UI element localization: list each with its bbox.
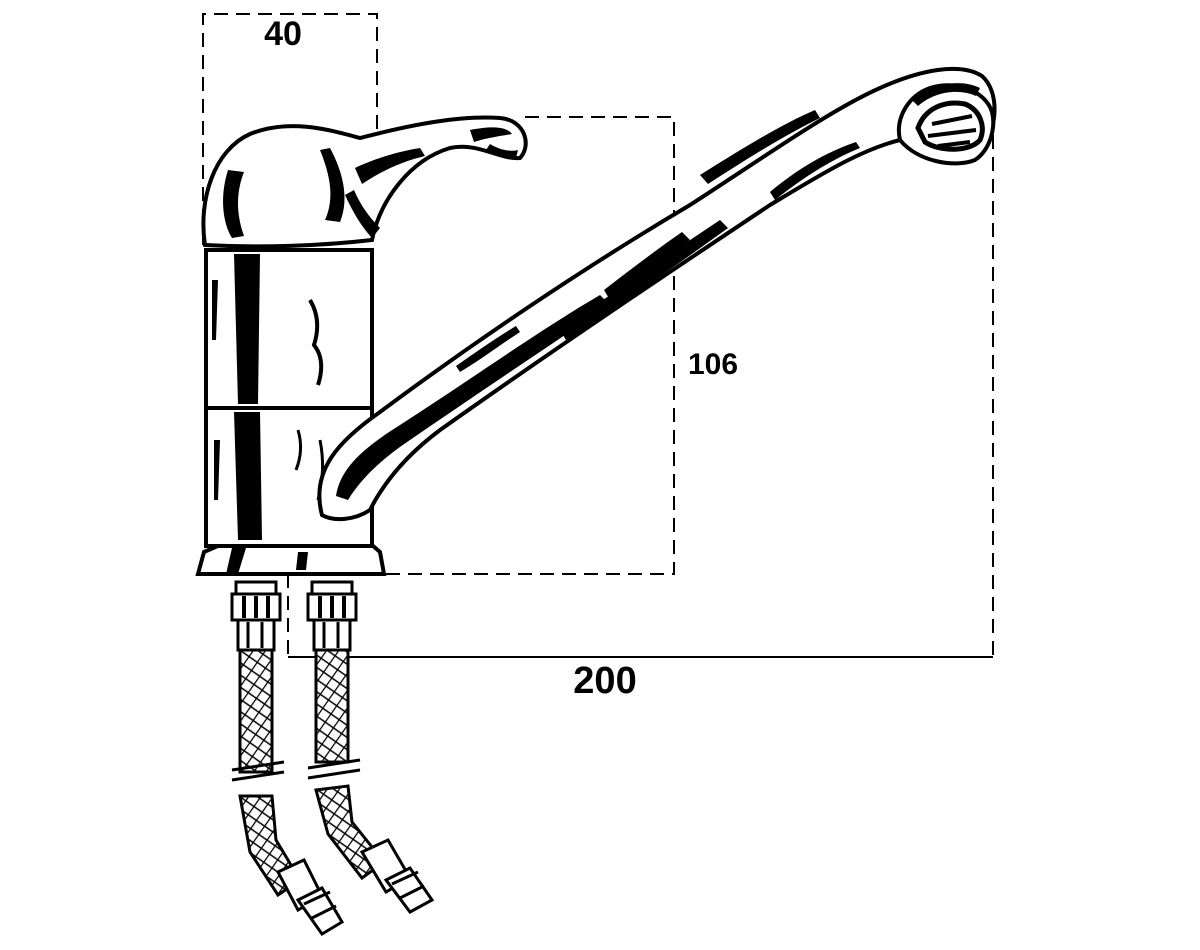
faucet-base-flange <box>195 543 387 576</box>
faucet-handle-lever <box>201 115 528 249</box>
spout-height-dimension-box <box>380 116 675 575</box>
right-supply-hose <box>306 580 435 914</box>
spout-height-label: 106 <box>688 348 738 381</box>
dimension-lines <box>202 13 994 658</box>
handle-width-dimension-box <box>202 13 378 245</box>
left-supply-hose <box>230 580 345 937</box>
spout-reach-label: 200 <box>573 660 636 702</box>
faucet-body <box>204 248 374 548</box>
faucet-illustration <box>195 66 997 937</box>
handle-width-label: 40 <box>264 15 302 53</box>
faucet-spout <box>317 66 997 522</box>
